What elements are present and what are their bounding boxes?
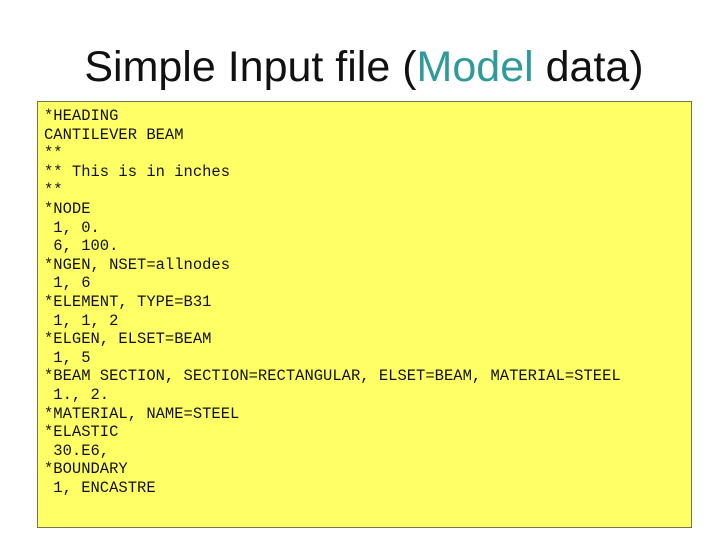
slide-title-highlight-model: Model [416,42,534,91]
input-file-code-box: *HEADING CANTILEVER BEAM ** ** This is i… [37,101,692,528]
slide-title: Simple Input file (Model data) [0,43,728,92]
slide-title-prefix: Simple Input file ( [84,42,417,91]
input-file-code-text: *HEADING CANTILEVER BEAM ** ** This is i… [44,107,621,497]
slide-title-suffix: data) [533,42,644,91]
